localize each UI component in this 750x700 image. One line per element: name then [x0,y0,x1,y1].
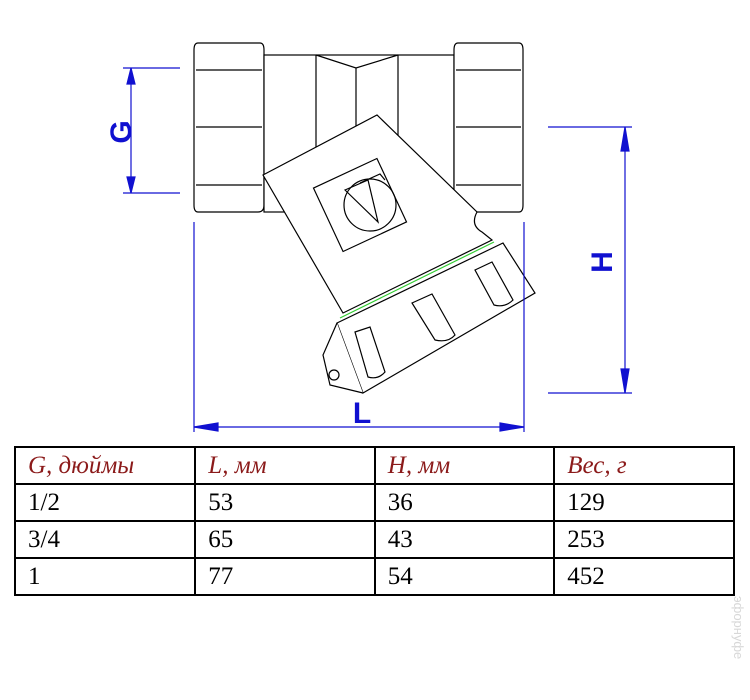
cell: 53 [194,483,376,522]
cell: 452 [553,557,735,596]
cell: 1 [13,557,197,596]
cell: 253 [553,520,735,559]
cell: 129 [553,483,735,522]
cell: 3/4 [13,520,197,559]
cell: 54 [373,557,556,596]
cell: 65 [194,520,376,559]
cell: 1/2 [13,483,197,522]
table-header-row: G, дюймы L, мм H, мм Вес, г [13,446,735,485]
cell: 43 [373,520,556,559]
watermark-text: эфорнуфе [731,596,746,660]
table-row: 1/2 53 36 129 [13,483,735,522]
header-g: G, дюймы [13,446,197,485]
table-row: 3/4 65 43 253 [13,520,735,559]
header-l: L, мм [194,446,376,485]
cell: 77 [194,557,376,596]
g-dimension-label: G [105,120,138,143]
right-hex-nut [453,42,524,213]
left-hex-nut [193,42,265,213]
cell: 36 [373,483,556,522]
h-dimension-label: H [586,251,619,273]
strainer-cap [262,114,536,394]
header-weight: Вес, г [553,446,735,485]
strainer-drawing: G H L [105,42,632,432]
dimension-lines [123,67,632,432]
table-row: 1 77 54 452 [13,557,735,596]
header-h: H, мм [373,446,556,485]
l-dimension-label: L [353,397,371,430]
dimensions-table: G, дюймы L, мм H, мм Вес, г 1/2 53 36 12… [13,446,735,596]
